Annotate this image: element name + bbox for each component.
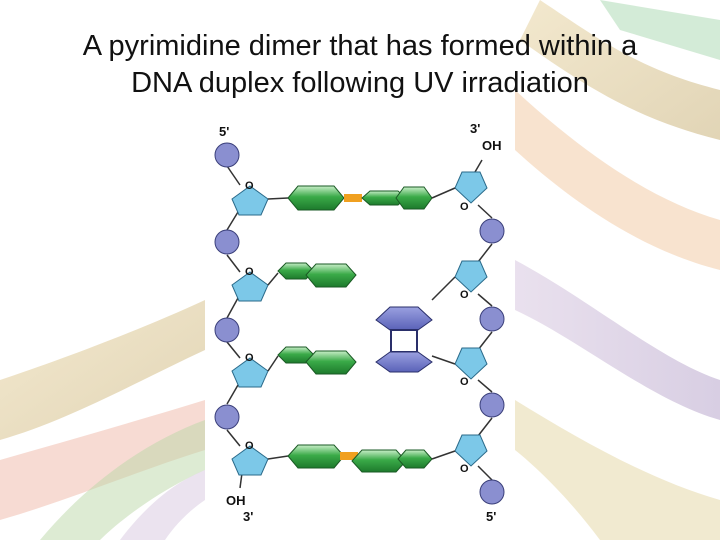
base-row-3	[267, 346, 456, 375]
left-top-5prime: 5'	[219, 124, 229, 139]
base-row-2	[267, 262, 456, 301]
phosphate-circle	[214, 404, 240, 430]
phosphate-circle	[214, 229, 240, 255]
phosphate-circle	[479, 218, 505, 244]
strand-labels: 5' 3' OH OH 3' 5'	[219, 121, 502, 524]
phosphate-circle	[479, 306, 505, 332]
sugar-pentagon	[231, 185, 269, 216]
left-sugars	[231, 185, 269, 476]
oxygen-label: O	[245, 352, 254, 364]
base-pair-1	[267, 185, 456, 211]
left-bottom-oh: OH	[226, 493, 246, 508]
right-bottom-5prime: 5'	[486, 509, 496, 524]
oxygen-label: O	[460, 201, 469, 213]
base-pair-4	[267, 444, 456, 473]
hydrogen-bond	[344, 194, 362, 202]
right-sugars	[454, 171, 488, 467]
right-backbone	[474, 159, 493, 481]
sugar-pentagon	[454, 260, 488, 293]
phosphate-circle	[479, 479, 505, 505]
base-hexagon	[287, 185, 345, 211]
dimer-top-hexagon	[375, 306, 433, 331]
left-phosphates	[214, 142, 240, 430]
left-backbone	[226, 165, 243, 489]
slide-title: A pyrimidine dimer that has formed withi…	[0, 28, 720, 102]
hydrogen-bond	[340, 452, 358, 460]
base-hexagon	[397, 449, 433, 469]
oxygen-label: O	[460, 289, 469, 301]
sugar-pentagon	[454, 171, 488, 204]
dimer-bottom-hexagon	[375, 351, 433, 373]
oxygen-label: O	[460, 376, 469, 388]
title-line-1: A pyrimidine dimer that has formed withi…	[82, 30, 638, 62]
base-hexagon	[287, 444, 345, 469]
right-top-oh: OH	[482, 138, 502, 153]
sugar-pentagon	[231, 357, 269, 388]
sugar-pentagon	[454, 434, 488, 467]
oxygen-label: O	[460, 463, 469, 475]
base-hexagon	[305, 350, 357, 375]
sugar-pentagon	[231, 271, 269, 302]
base-hexagon	[351, 449, 407, 473]
right-phosphates	[479, 218, 505, 505]
base-hexagon	[305, 263, 357, 288]
sugar-pentagon	[454, 347, 488, 380]
right-top-3prime: 3'	[470, 121, 480, 136]
cyclobutane-ring	[390, 329, 418, 353]
oxygen-label: O	[245, 180, 254, 192]
title-line-2: DNA duplex following UV irradiation	[131, 67, 589, 99]
pyrimidine-dimer	[375, 306, 433, 373]
phosphate-circle	[479, 392, 505, 418]
sugar-oxygen-labels: O O O O O O O O	[245, 180, 469, 475]
sugar-pentagon	[231, 445, 269, 476]
oxygen-label: O	[245, 440, 254, 452]
phosphate-circle	[214, 142, 240, 168]
base-hexagon	[395, 186, 433, 210]
left-bottom-3prime: 3'	[243, 509, 253, 524]
phosphate-circle	[214, 317, 240, 343]
oxygen-label: O	[245, 266, 254, 278]
